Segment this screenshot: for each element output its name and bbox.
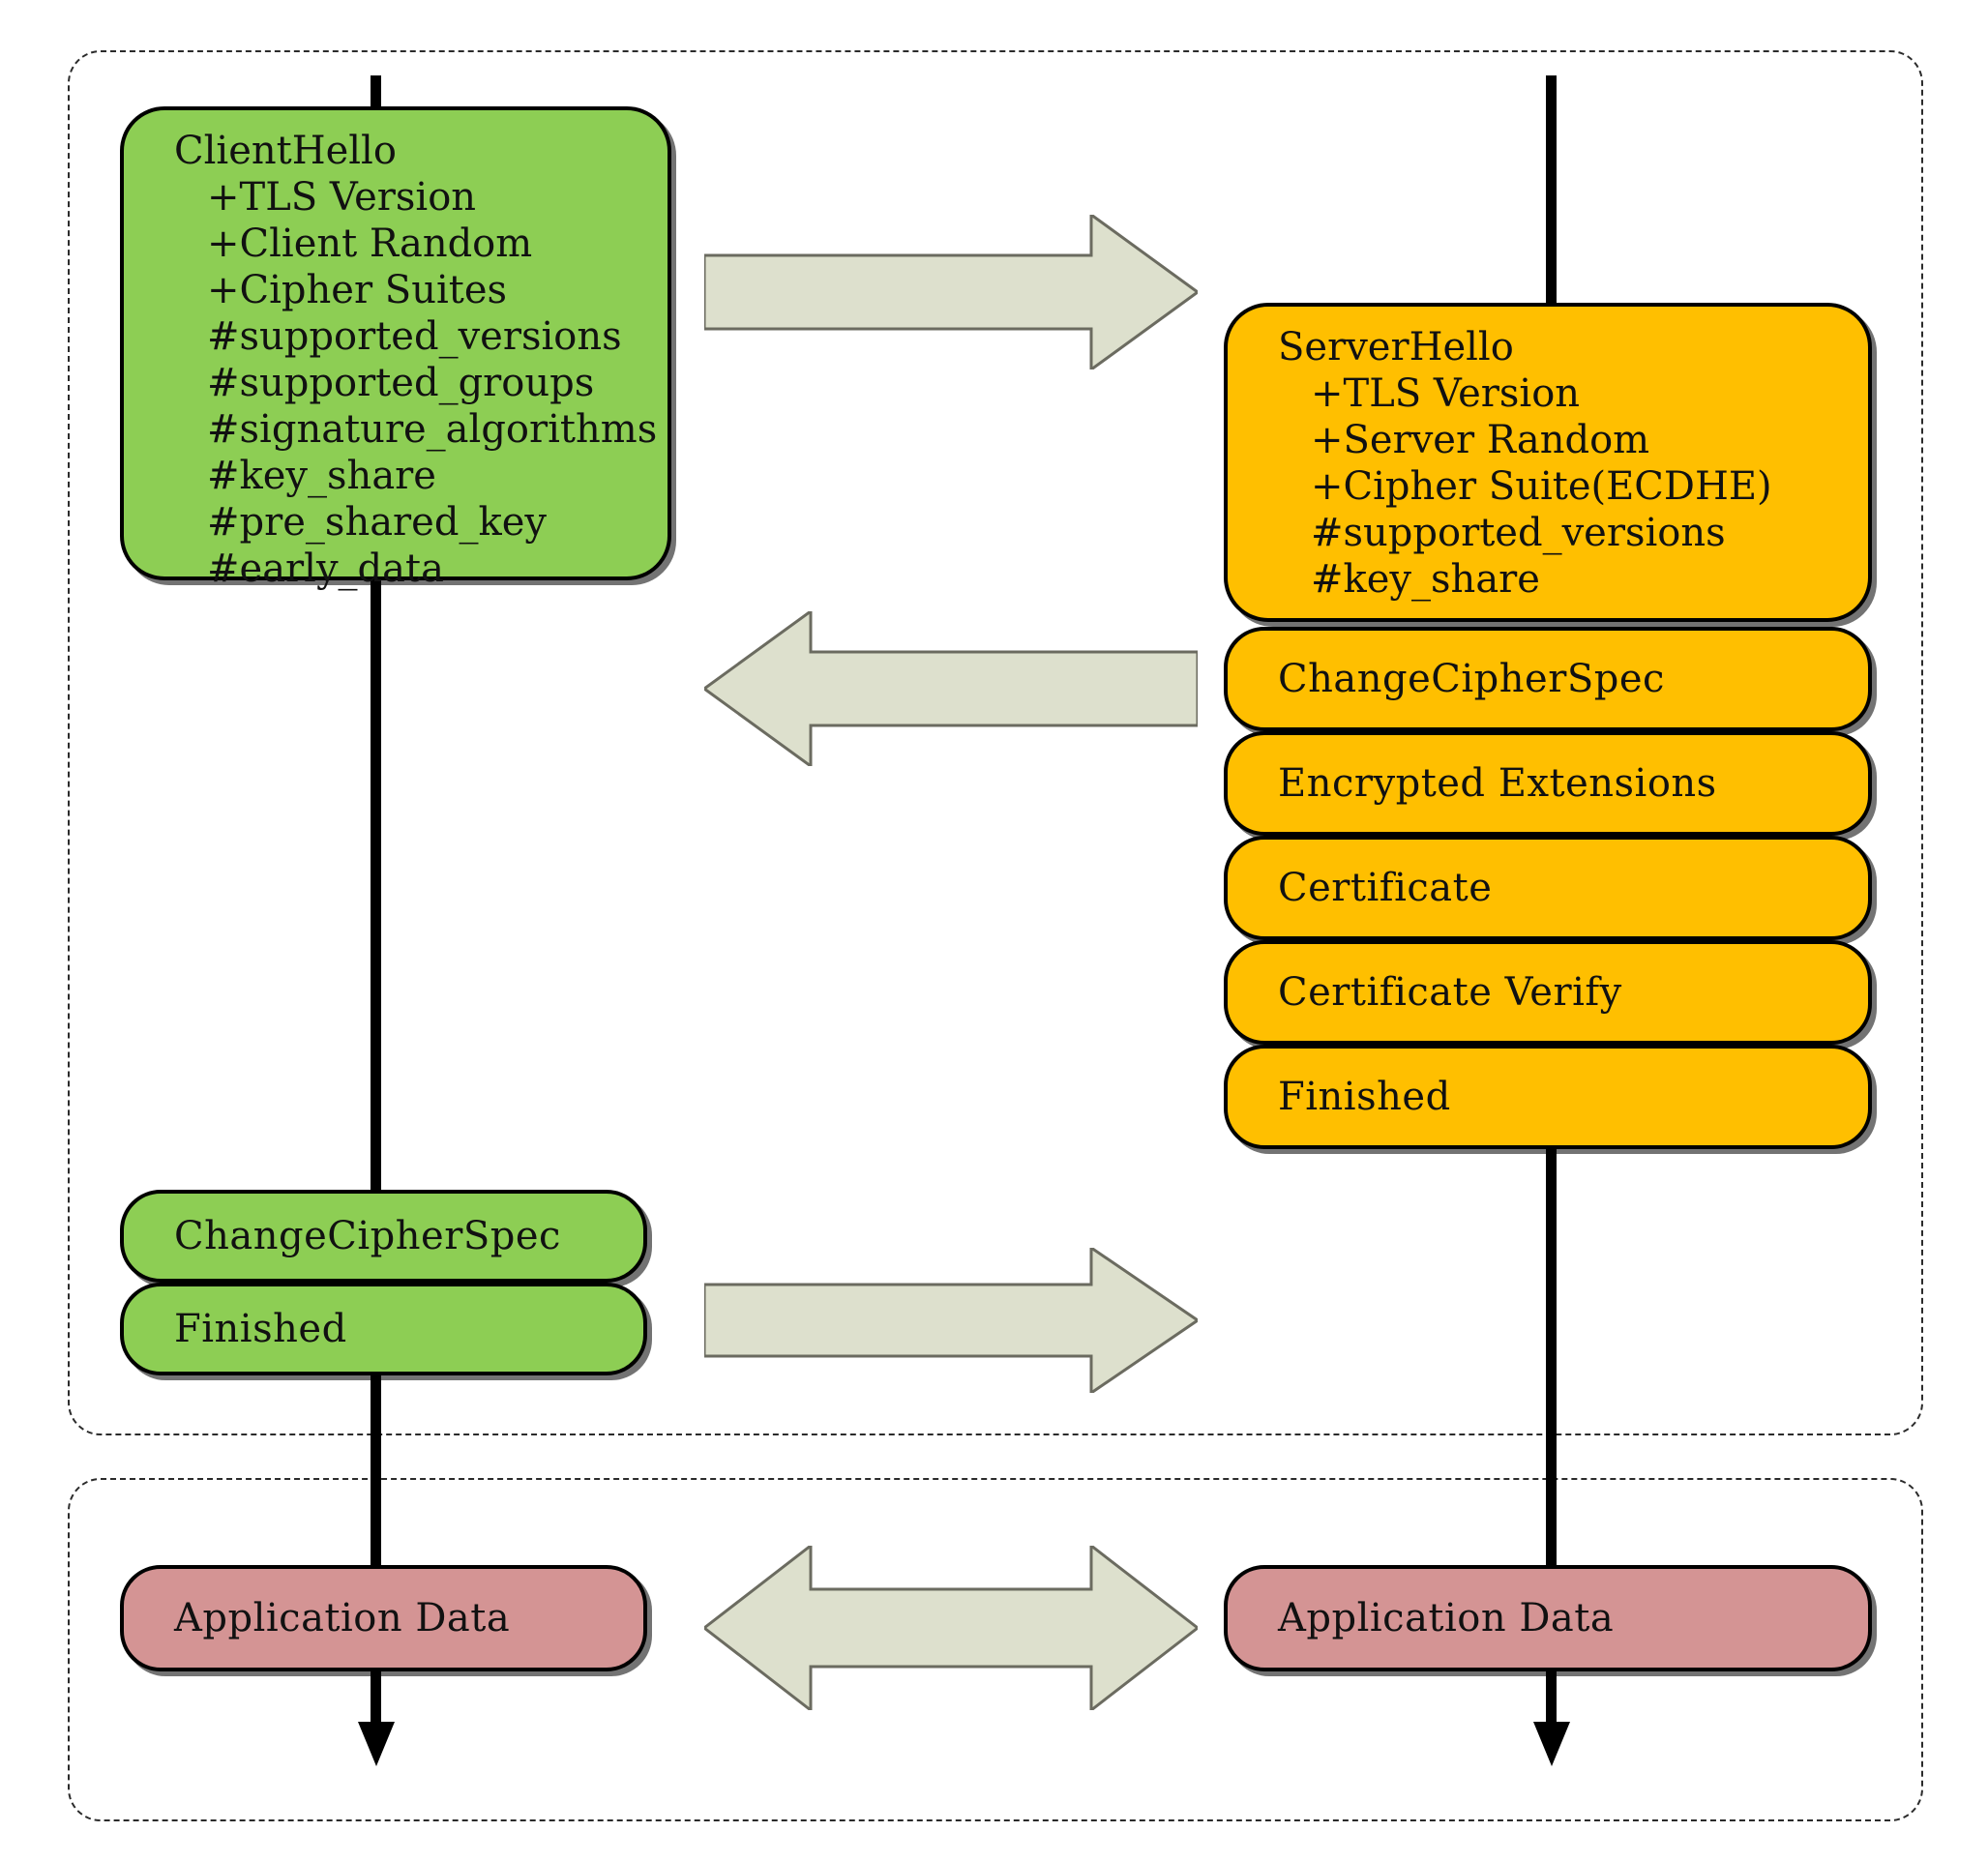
- server-hello-block[interactable]: ServerHello +TLS Version +Server Random …: [1224, 303, 1872, 622]
- client-change-cipher-spec-block[interactable]: ChangeCipherSpec: [120, 1190, 647, 1283]
- server-hello-field-0: +TLS Version: [1311, 371, 1581, 416]
- server-lifeline-end: [1546, 1630, 1557, 1731]
- server-hello-field-2: +Cipher Suite(ECDHE): [1311, 464, 1772, 509]
- server-hello-arrow: [704, 611, 1198, 766]
- client-hello-field-6: #key_share: [207, 454, 436, 498]
- server-lifeline-arrowhead-end: [1533, 1722, 1570, 1766]
- server-hello-field-3: #supported_versions: [1311, 511, 1726, 555]
- client-finished-label: Finished: [174, 1307, 347, 1351]
- client-change-cipher-spec-label: ChangeCipherSpec: [174, 1214, 561, 1258]
- client-lifeline-top: [371, 75, 381, 114]
- server-lifeline-middle: [1546, 1117, 1557, 1591]
- server-hello-content: ServerHello +TLS Version +Server Random …: [1228, 324, 1772, 603]
- client-hello-field-0: +TLS Version: [207, 175, 477, 220]
- client-hello-field-4: #supported_groups: [207, 361, 595, 405]
- client-hello-field-8: #early_data: [207, 547, 444, 591]
- client-hello-block[interactable]: ClientHello +TLS Version +Client Random …: [120, 106, 671, 591]
- application-data-phase-container: [68, 1478, 1923, 1821]
- server-encrypted-extensions-block[interactable]: Encrypted Extensions: [1224, 731, 1872, 836]
- server-encrypted-extensions-label: Encrypted Extensions: [1278, 761, 1717, 806]
- server-certificate-label: Certificate: [1278, 866, 1493, 910]
- client-lifeline-lower: [371, 1349, 381, 1591]
- client-hello-field-2: +Cipher Suites: [207, 268, 508, 312]
- server-certificate-verify-label: Certificate Verify: [1278, 970, 1622, 1015]
- server-hello-field-4: #key_share: [1311, 557, 1540, 602]
- client-hello-field-3: #supported_versions: [207, 314, 622, 359]
- client-hello-arrow: [704, 215, 1198, 369]
- server-application-data-block[interactable]: Application Data: [1224, 1565, 1872, 1671]
- client-hello-field-1: +Client Random: [207, 222, 533, 266]
- server-change-cipher-spec-label: ChangeCipherSpec: [1278, 657, 1665, 701]
- server-certificate-block[interactable]: Certificate: [1224, 836, 1872, 940]
- client-lifeline-middle: [371, 580, 381, 1209]
- client-hello-field-5: #signature_algorithms: [207, 407, 658, 452]
- server-finished-block[interactable]: Finished: [1224, 1045, 1872, 1149]
- application-data-arrow: [704, 1546, 1198, 1710]
- handshake-phase-container: [68, 50, 1923, 1435]
- client-hello-content: ClientHello +TLS Version +Client Random …: [124, 128, 657, 592]
- client-lifeline-arrowhead-end: [358, 1722, 395, 1766]
- client-finished-block[interactable]: Finished: [120, 1283, 647, 1375]
- client-application-data-block[interactable]: Application Data: [120, 1565, 647, 1671]
- client-lifeline-end: [371, 1630, 381, 1731]
- server-application-data-label: Application Data: [1278, 1596, 1615, 1640]
- server-finished-label: Finished: [1278, 1075, 1451, 1119]
- client-application-data-label: Application Data: [174, 1596, 511, 1640]
- client-hello-title: ClientHello: [174, 129, 397, 173]
- client-hello-field-7: #pre_shared_key: [207, 500, 547, 545]
- server-change-cipher-spec-block[interactable]: ChangeCipherSpec: [1224, 627, 1872, 731]
- server-hello-title: ServerHello: [1278, 325, 1514, 369]
- client-finished-arrow: [704, 1248, 1198, 1393]
- server-lifeline-top: [1546, 75, 1557, 308]
- server-certificate-verify-block[interactable]: Certificate Verify: [1224, 940, 1872, 1045]
- server-hello-field-1: +Server Random: [1311, 418, 1650, 462]
